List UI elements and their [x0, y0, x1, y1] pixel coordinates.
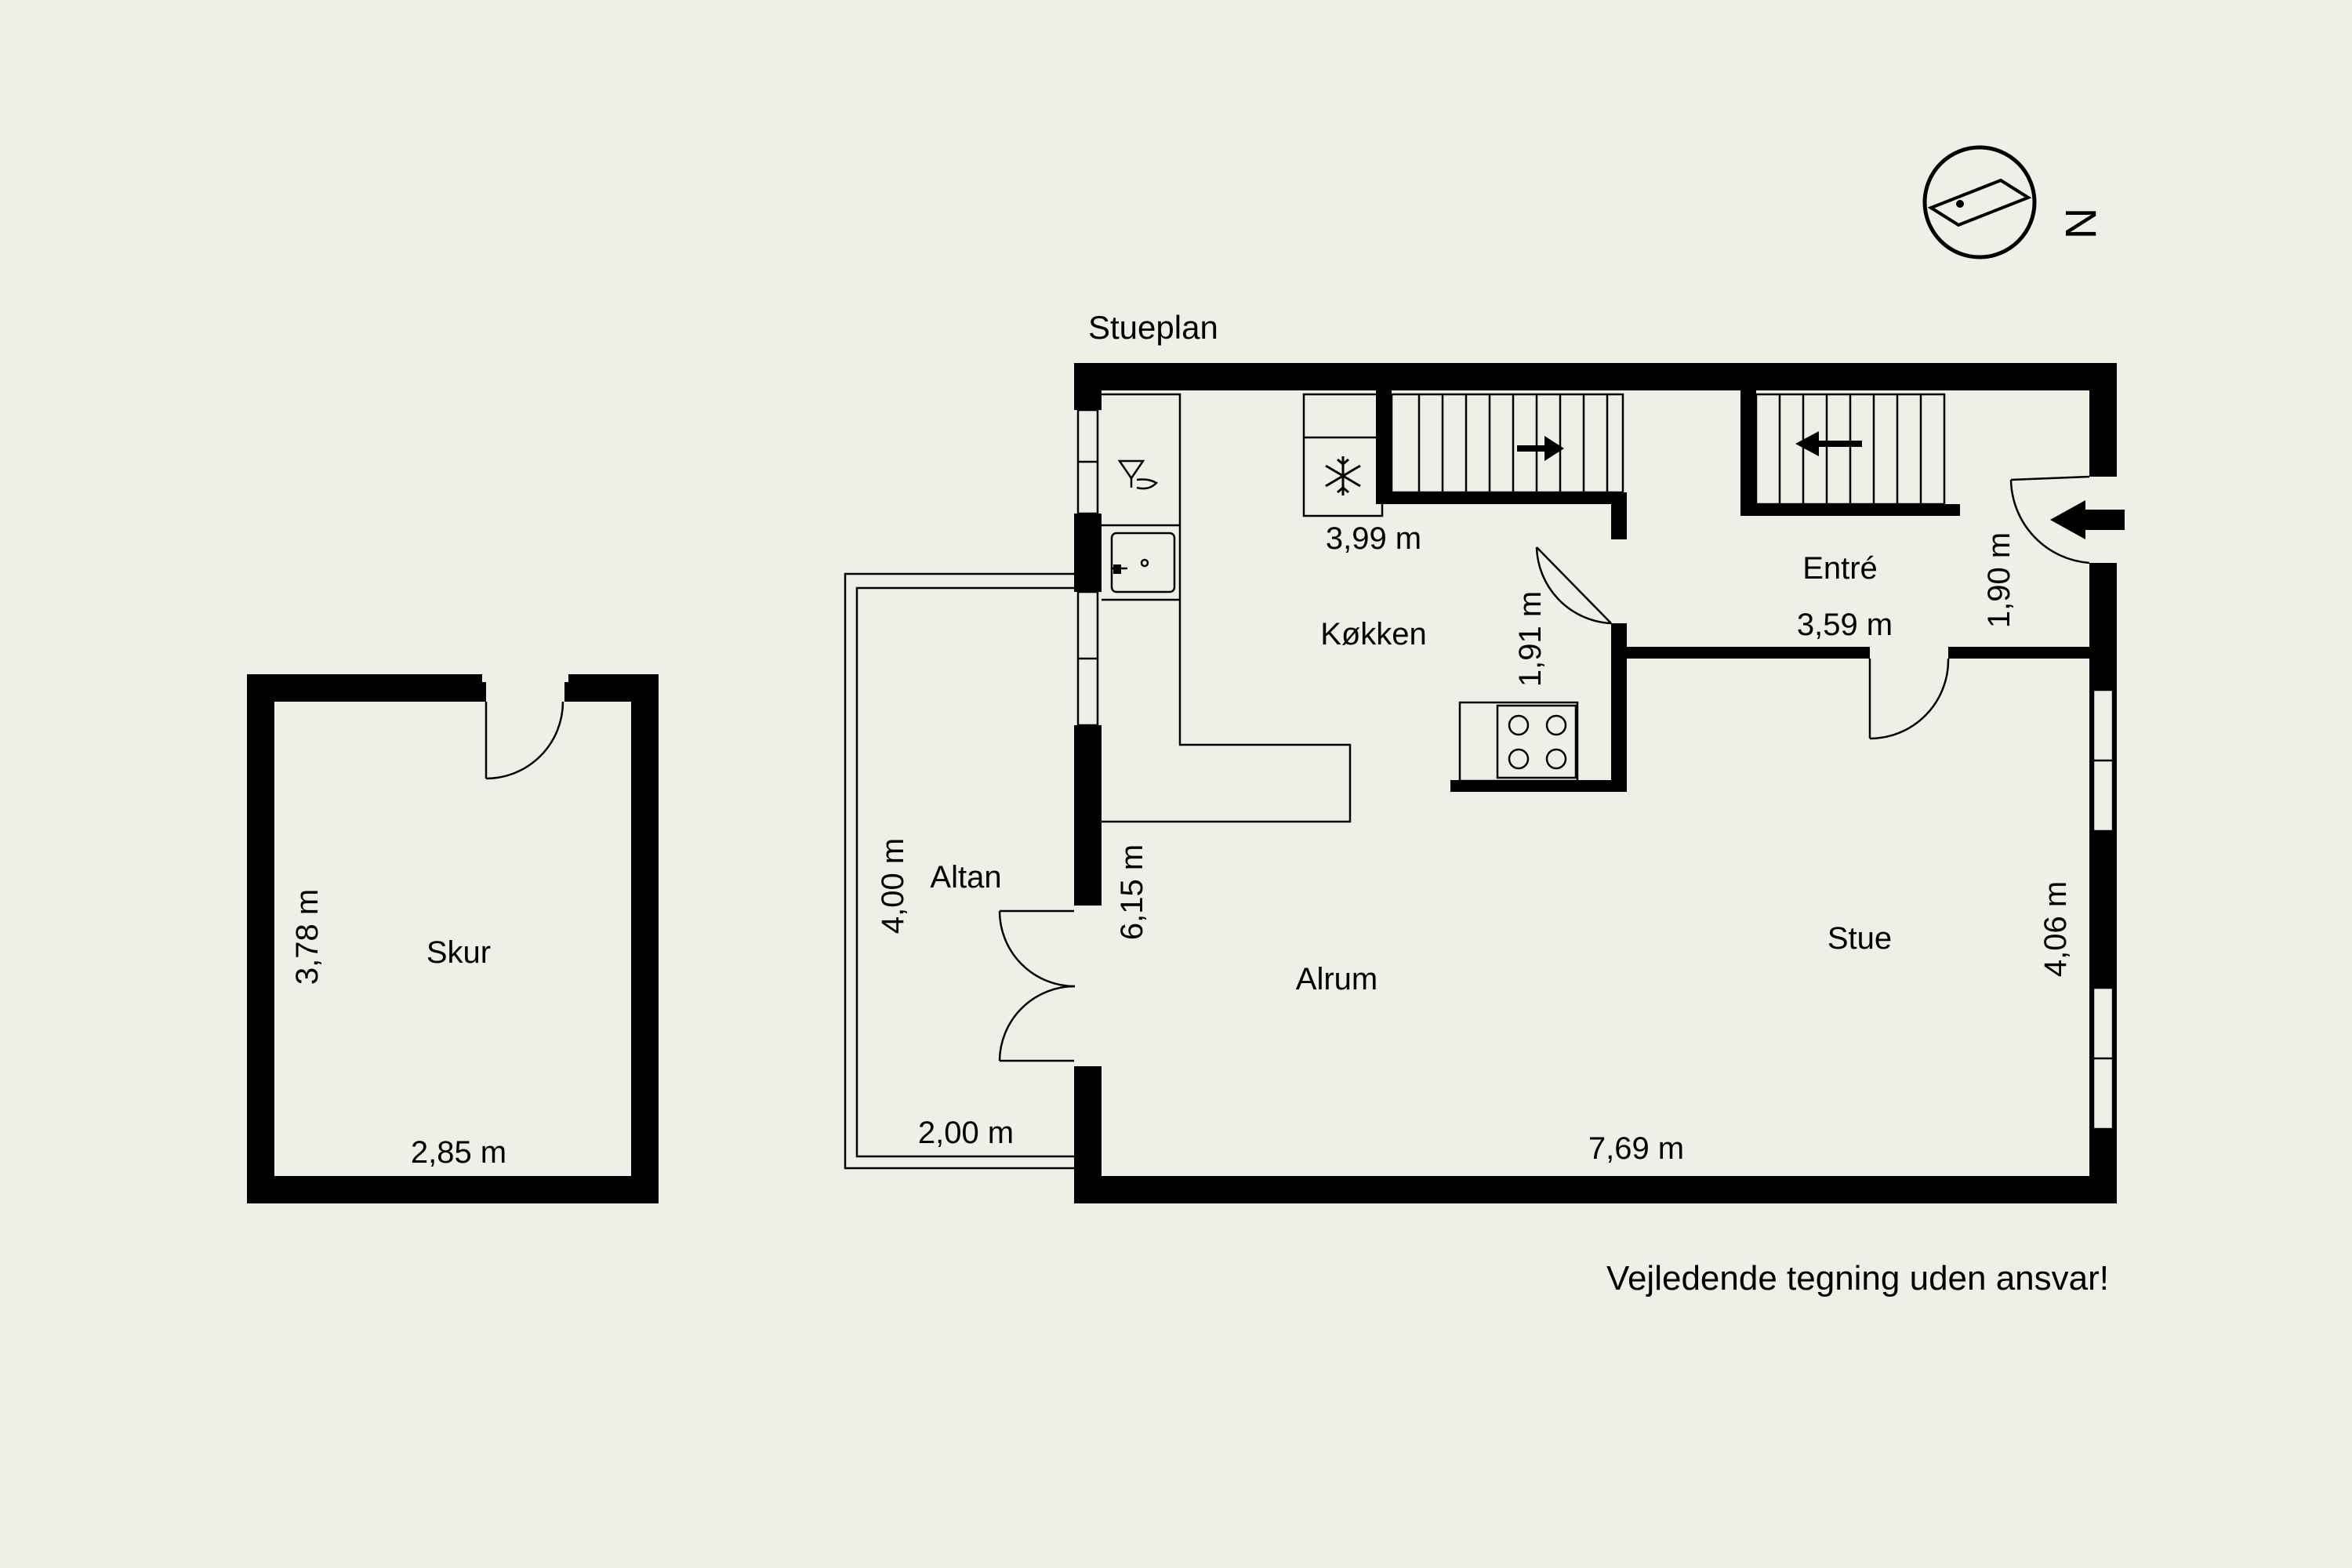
windows — [1076, 408, 2114, 1131]
balcony-outline — [844, 572, 1074, 1170]
house-walls — [1074, 363, 2117, 1203]
sink-icon — [1110, 532, 1176, 593]
dim-kitchen-depth: 1,91 m — [1513, 591, 1548, 687]
arrow-left-icon — [1795, 431, 1862, 456]
dim-shed-width: 2,85 m — [411, 1135, 506, 1170]
dishwasher-icon — [1117, 459, 1159, 490]
compass-label: N — [2056, 208, 2106, 239]
dim-balcony-width: 2,00 m — [918, 1116, 1014, 1150]
room-label-kitchen: Køkken — [1320, 617, 1427, 652]
entry-arrow-icon — [2050, 500, 2125, 539]
kitchen-door — [1535, 546, 1612, 625]
dim-balcony-length: 4,00 m — [876, 838, 910, 934]
room-label-entrance: Entré — [1802, 551, 1878, 586]
balcony-double-door — [998, 909, 1076, 1062]
fridge-freezer — [1302, 393, 1384, 517]
shed-walls — [247, 674, 659, 1203]
kitchen-counter — [1102, 393, 1352, 823]
dim-family-room-depth: 6,15 m — [1115, 844, 1149, 940]
dim-entrance-depth: 1,90 m — [1982, 532, 2016, 628]
snowflake-icon — [1325, 456, 1361, 495]
dim-living-room-depth: 4,06 m — [2038, 881, 2073, 977]
stair-down — [1390, 393, 1624, 494]
arrow-right-icon — [1517, 436, 1564, 461]
disclaimer-text: Vejledende tegning uden ansvar! — [1606, 1259, 2109, 1298]
room-label-shed: Skur — [426, 935, 491, 970]
room-label-balcony: Altan — [930, 860, 1001, 895]
front-door — [2009, 475, 2090, 564]
compass-icon — [1922, 145, 2037, 260]
floor-title: Stueplan — [1088, 309, 1218, 346]
room-label-living-room: Stue — [1828, 921, 1892, 956]
room-label-family-room: Alrum — [1296, 962, 1377, 996]
shed-door — [480, 682, 571, 780]
living-room-door — [1868, 658, 1950, 740]
dim-kitchen-width: 3,99 m — [1326, 521, 1421, 556]
dim-total-width: 7,69 m — [1588, 1131, 1684, 1166]
stove-icon — [1458, 701, 1579, 782]
stair-up — [1755, 393, 1946, 506]
dim-entrance-width: 3,59 m — [1797, 608, 1893, 642]
dim-shed-depth: 3,78 m — [290, 889, 325, 985]
